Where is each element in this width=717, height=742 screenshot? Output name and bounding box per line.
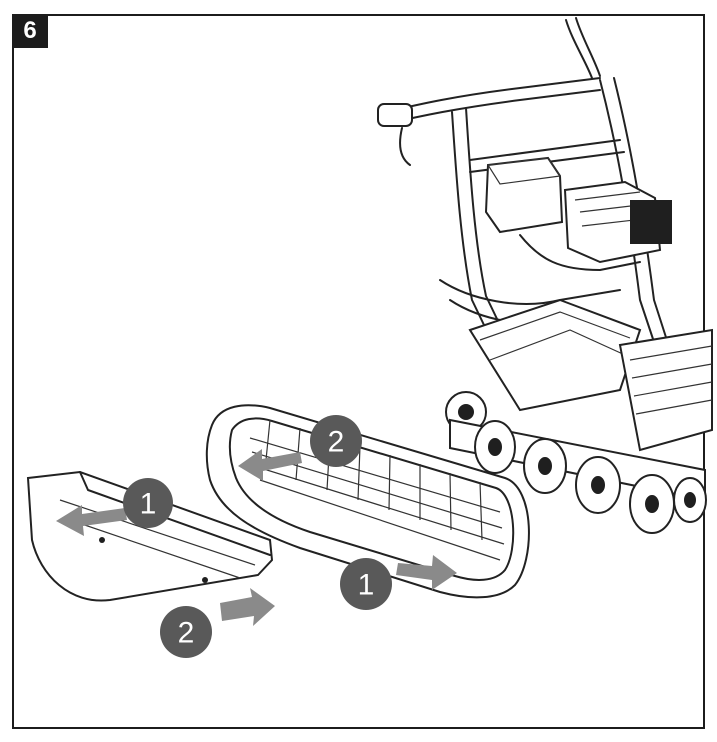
side-cover-panel — [26, 470, 274, 602]
engine-cover — [630, 200, 672, 244]
arrow-track-back — [396, 555, 457, 590]
svg-text:2: 2 — [178, 617, 195, 650]
tracked-carrier-machine — [377, 17, 713, 534]
callout-1-track: 1 — [340, 558, 392, 610]
callout-2-track: 2 — [310, 415, 362, 467]
arrow-panel-out — [56, 505, 127, 536]
arrow-track-front — [238, 449, 302, 481]
svg-text:2: 2 — [328, 426, 345, 459]
rubber-track — [205, 404, 530, 599]
step-number-badge: 6 — [12, 14, 48, 48]
road-wheels — [474, 420, 707, 534]
arrow-panel-in — [220, 588, 275, 626]
svg-text:1: 1 — [140, 488, 157, 521]
fuel-tank — [484, 156, 564, 234]
svg-text:1: 1 — [358, 569, 375, 602]
callout-1-panel: 1 — [123, 478, 173, 528]
callout-2-panel: 2 — [160, 606, 212, 658]
handle-grip — [377, 103, 413, 127]
